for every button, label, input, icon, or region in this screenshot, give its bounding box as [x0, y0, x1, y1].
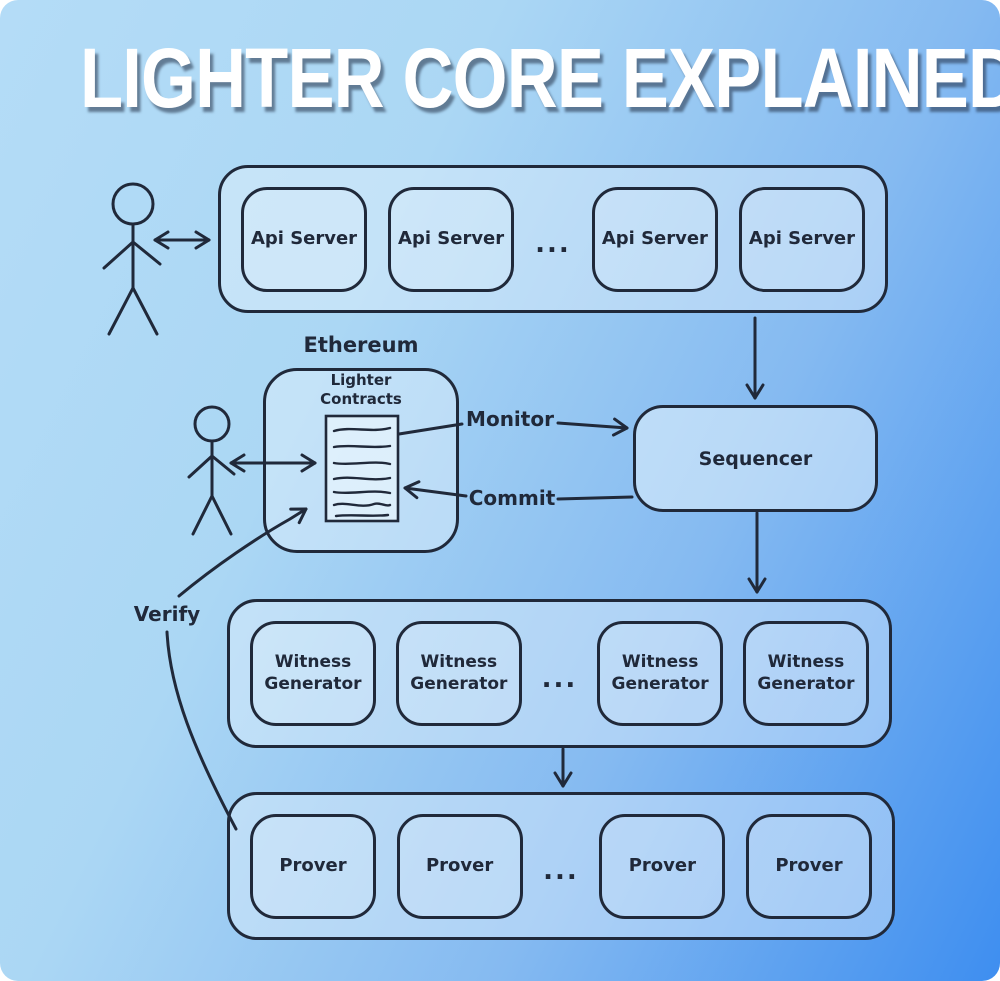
ellipsis-label: ... — [541, 663, 578, 694]
ethereum-label: Ethereum — [303, 333, 419, 357]
witness-generator-box: Witness Generator — [395, 621, 522, 726]
lighter-contracts-label: Lighter Contracts — [320, 371, 402, 408]
commit-edge-label: Commit — [468, 486, 556, 510]
witness-generator-box: Witness Generator — [250, 621, 376, 726]
ellipsis-label: ... — [543, 856, 579, 886]
api-server-cluster: Api Server Api Server ... Api Server Api… — [218, 165, 888, 313]
sequencer-box: Sequencer — [633, 405, 878, 512]
monitor-edge-label: Monitor — [466, 407, 554, 431]
ellipsis-label: ... — [535, 229, 571, 259]
prover-box: Prover — [396, 813, 523, 919]
prover-cluster: Prover Prover ... Prover Prover — [227, 792, 895, 940]
prover-box: Prover — [745, 813, 872, 919]
page-title: LIGHTER CORE EXPLAINED — [80, 31, 1000, 125]
verify-edge-label: Verify — [133, 602, 201, 626]
witness-generator-box: Witness Generator — [597, 621, 724, 726]
prover-box: Prover — [599, 813, 726, 919]
witness-generator-cluster: Witness Generator Witness Generator ... … — [227, 599, 892, 748]
prover-box: Prover — [250, 813, 376, 919]
sequencer-label: Sequencer — [698, 447, 813, 470]
api-server-box: Api Server — [591, 186, 718, 292]
api-server-box: Api Server — [738, 186, 865, 292]
api-server-box: Api Server — [241, 186, 367, 292]
witness-generator-box: Witness Generator — [742, 621, 869, 726]
api-server-box: Api Server — [388, 186, 515, 292]
